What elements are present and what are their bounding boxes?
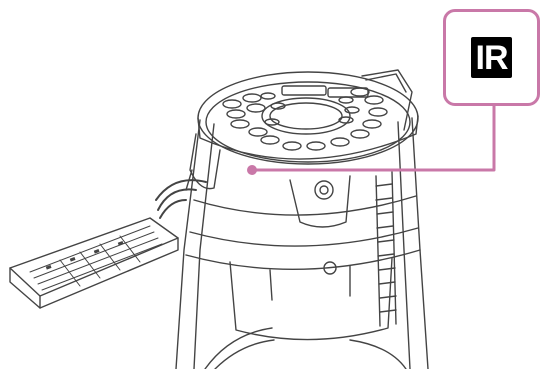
speaker-top-panel bbox=[198, 72, 418, 164]
speaker-side-grille bbox=[376, 172, 396, 326]
infrared-waves bbox=[156, 180, 206, 218]
front-panel-knob bbox=[290, 176, 350, 227]
speaker-body bbox=[176, 118, 428, 369]
ir-symbol-label: IR bbox=[476, 41, 508, 75]
ir-sensor-marker bbox=[247, 165, 257, 175]
speaker-handles bbox=[186, 70, 412, 190]
remote-control bbox=[10, 218, 178, 308]
ir-sensor-callout: IR bbox=[443, 9, 540, 106]
ir-symbol-icon: IR bbox=[471, 37, 512, 78]
ir-sensor-pointer bbox=[247, 100, 494, 175]
